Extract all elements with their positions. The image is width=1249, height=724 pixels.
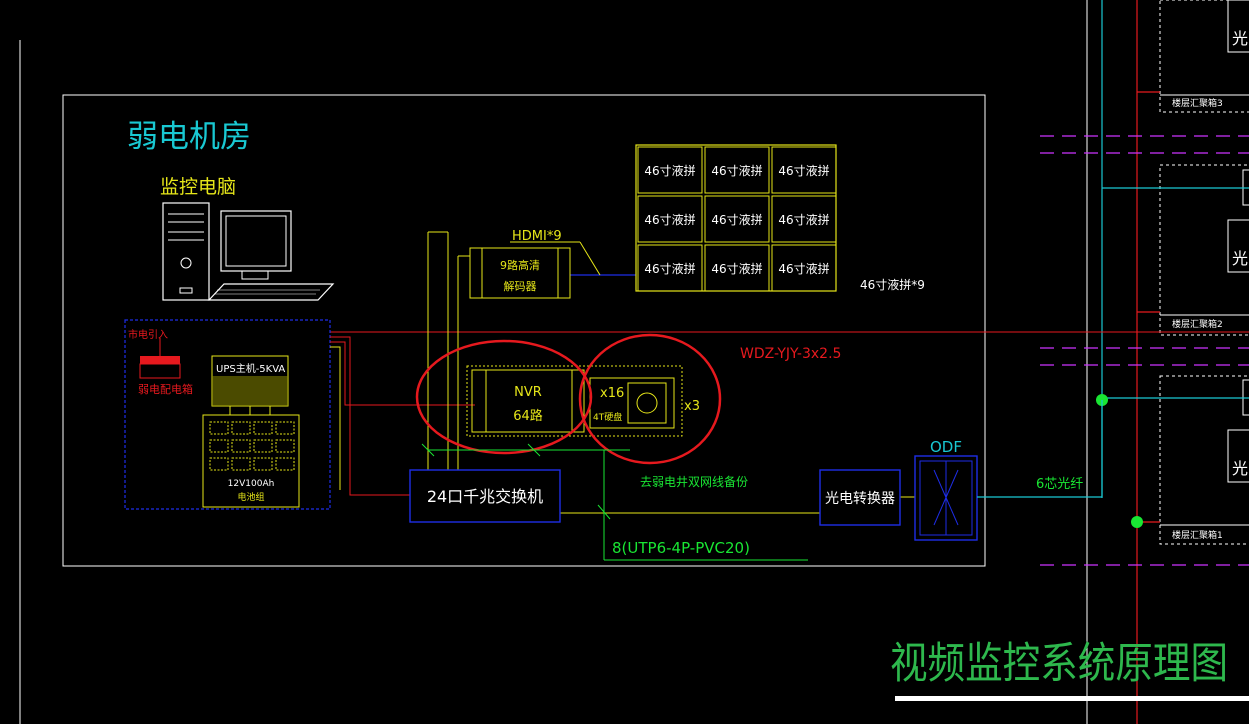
video-wall-cell	[771, 244, 837, 292]
power-cable-label: WDZ-YJY-3x2.5	[740, 346, 841, 362]
utp-label: 8(UTP6-4P-PVC20)	[612, 539, 750, 557]
power-junction-dot	[1131, 516, 1143, 528]
video-wall-cells: 46寸液拼 46寸液拼 46寸液拼 46寸液拼 46寸液拼 46寸液拼 46寸液拼 46寸液拼…	[637, 146, 837, 292]
decoder-line2: 解码器	[504, 279, 537, 293]
dist-box-bar	[140, 356, 180, 364]
right-glyph-1: 光	[1232, 29, 1248, 48]
video-wall-cell-label: 46寸液拼	[644, 163, 695, 178]
highlight-circle-nvr	[415, 339, 593, 455]
ups-hatch	[212, 376, 288, 406]
video-wall-cell	[637, 244, 703, 292]
title-underline	[895, 696, 1249, 701]
odf-label: ODF	[930, 438, 962, 456]
hdmi-leader	[579, 241, 601, 276]
switch-box	[409, 469, 561, 523]
fiber-out-line	[977, 400, 1103, 498]
right-glyph-3: 光	[1232, 459, 1248, 478]
fiber-branch-lines	[1102, 187, 1249, 399]
video-wall-cell-label: 46寸液拼	[778, 163, 829, 178]
video-wall-count: 46寸液拼*9	[860, 277, 925, 292]
odf-box	[914, 455, 978, 541]
hdd-platter-icon	[636, 392, 658, 414]
video-wall-cell-label: 46寸液拼	[711, 261, 762, 276]
video-wall-cell	[637, 146, 703, 194]
floor-box-1-label: 楼层汇聚箱1	[1172, 529, 1223, 541]
video-wall-cell-label: 46寸液拼	[711, 163, 762, 178]
backup-label: 去弱电井双网线备份	[640, 475, 748, 489]
dist-box-body	[139, 363, 181, 379]
hdd-count: x16	[600, 386, 624, 401]
video-wall-cell-label: 46寸液拼	[644, 212, 695, 227]
fiber-label: 6芯光纤	[1036, 477, 1083, 492]
converter-box	[819, 469, 901, 526]
floor-box-outlines	[1159, 0, 1249, 545]
floor-box-2-label: 楼层汇聚箱2	[1172, 318, 1223, 330]
video-wall-cell-label: 46寸液拼	[644, 261, 695, 276]
highlight-circle-hdd	[578, 333, 722, 465]
signal-lines	[330, 231, 915, 514]
video-wall-cell	[771, 195, 837, 243]
floor-box-3-label: 楼层汇聚箱3	[1172, 97, 1223, 109]
monitor-pc-icon	[162, 202, 335, 301]
video-wall-cell-label: 46寸液拼	[711, 212, 762, 227]
diagram-title: 视频监控系统原理图	[890, 639, 1228, 689]
decoder-box	[469, 247, 571, 299]
nvr-group-outline	[466, 365, 683, 437]
video-wall-cell-label: 46寸液拼	[778, 261, 829, 276]
right-glyph-2: 光	[1232, 249, 1248, 268]
battery-label: 12V100Ah	[228, 479, 275, 489]
switch-label: 24口千兆交换机	[427, 487, 543, 506]
hdd-label: 4T硬盘	[593, 411, 622, 423]
hdd-multiplier: x3	[684, 399, 700, 414]
battery-sub: 电池组	[237, 491, 264, 503]
video-wall-cell	[704, 146, 770, 194]
hdmi-label: HDMI*9	[512, 229, 562, 244]
battery-box	[202, 414, 300, 508]
converter-label: 光电转换器	[825, 490, 895, 507]
odf-cross	[933, 469, 959, 526]
video-wall-cell	[704, 244, 770, 292]
nvr-line2: 64路	[513, 408, 543, 424]
power-box-outline	[124, 319, 331, 510]
ups-label: UPS主机-5KVA	[216, 362, 285, 375]
video-wall-cell	[704, 195, 770, 243]
hdd-icon	[627, 382, 667, 424]
nvr-line1: NVR	[514, 385, 542, 400]
green-link-lines	[421, 443, 808, 561]
magenta-dashed-lines	[1040, 135, 1249, 566]
floor-box-label-lines	[1160, 94, 1249, 526]
ups-links	[229, 406, 271, 415]
battery-cells	[209, 421, 295, 471]
room-frame	[62, 94, 986, 567]
video-wall-cell	[771, 146, 837, 194]
mains-label: 市电引入	[128, 328, 168, 341]
nvr-box	[471, 369, 585, 433]
pc-label: 监控电脑	[160, 176, 236, 198]
dist-box-label: 弱电配电箱	[138, 382, 193, 396]
power-feed-lines	[330, 336, 475, 496]
video-wall-cell	[637, 195, 703, 243]
floor-box-inner	[1227, 0, 1249, 483]
decoder-line1: 9路高清	[500, 258, 540, 272]
power-branch-lines	[1137, 91, 1160, 523]
video-wall-cell-label: 46寸液拼	[778, 212, 829, 227]
room-title: 弱电机房	[127, 119, 251, 155]
